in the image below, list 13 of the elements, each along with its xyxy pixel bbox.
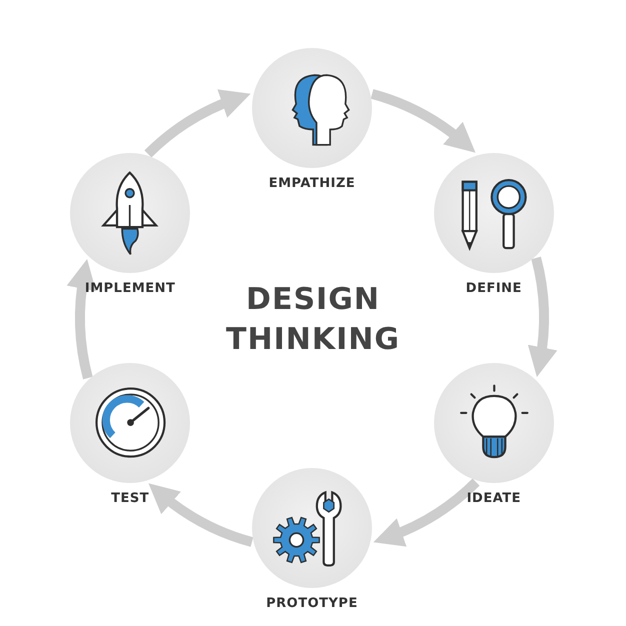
stage-label: PROTOTYPE bbox=[266, 596, 358, 611]
curved-arrow bbox=[370, 89, 476, 152]
stage-label: IMPLEMENT bbox=[84, 281, 176, 296]
stage-label: DEFINE bbox=[466, 281, 522, 296]
stage-label: IDEATE bbox=[466, 491, 522, 506]
curved-arrow bbox=[148, 484, 254, 547]
curved-arrow bbox=[67, 258, 98, 380]
curved-arrow bbox=[374, 478, 480, 546]
curved-arrow bbox=[144, 90, 250, 158]
diagram-title: DESIGN THINKING bbox=[225, 281, 401, 359]
curved-arrow bbox=[526, 256, 557, 378]
stage-label: EMPATHIZE bbox=[268, 176, 356, 191]
stage-label: TEST bbox=[111, 491, 150, 506]
